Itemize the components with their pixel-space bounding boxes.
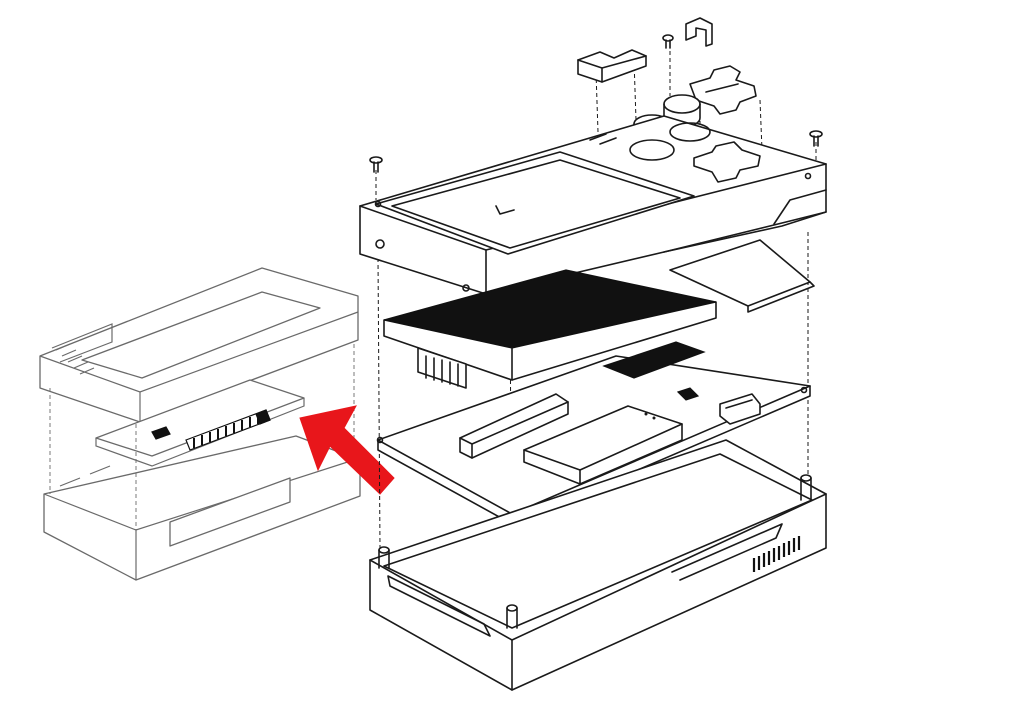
front-shell-icon <box>359 115 827 295</box>
display-flex-cable <box>669 239 815 313</box>
dpad-icon <box>689 65 757 115</box>
screw-icon <box>809 130 823 147</box>
screw-post <box>378 546 390 569</box>
vent-grille <box>752 536 801 572</box>
battery-icon <box>523 405 683 485</box>
lcd-display-icon <box>383 269 717 389</box>
shoulder-button-icon <box>685 17 713 47</box>
screw-post <box>506 604 518 629</box>
back-shell-icon <box>369 439 827 691</box>
screw-icon <box>369 156 383 173</box>
cartridge-icon <box>39 267 361 581</box>
insert-arrow-icon <box>299 405 395 495</box>
cartridge-contacts <box>185 409 271 451</box>
screw-icon <box>662 34 674 49</box>
shoulder-button-icon <box>577 49 647 83</box>
screw-post <box>800 474 812 501</box>
